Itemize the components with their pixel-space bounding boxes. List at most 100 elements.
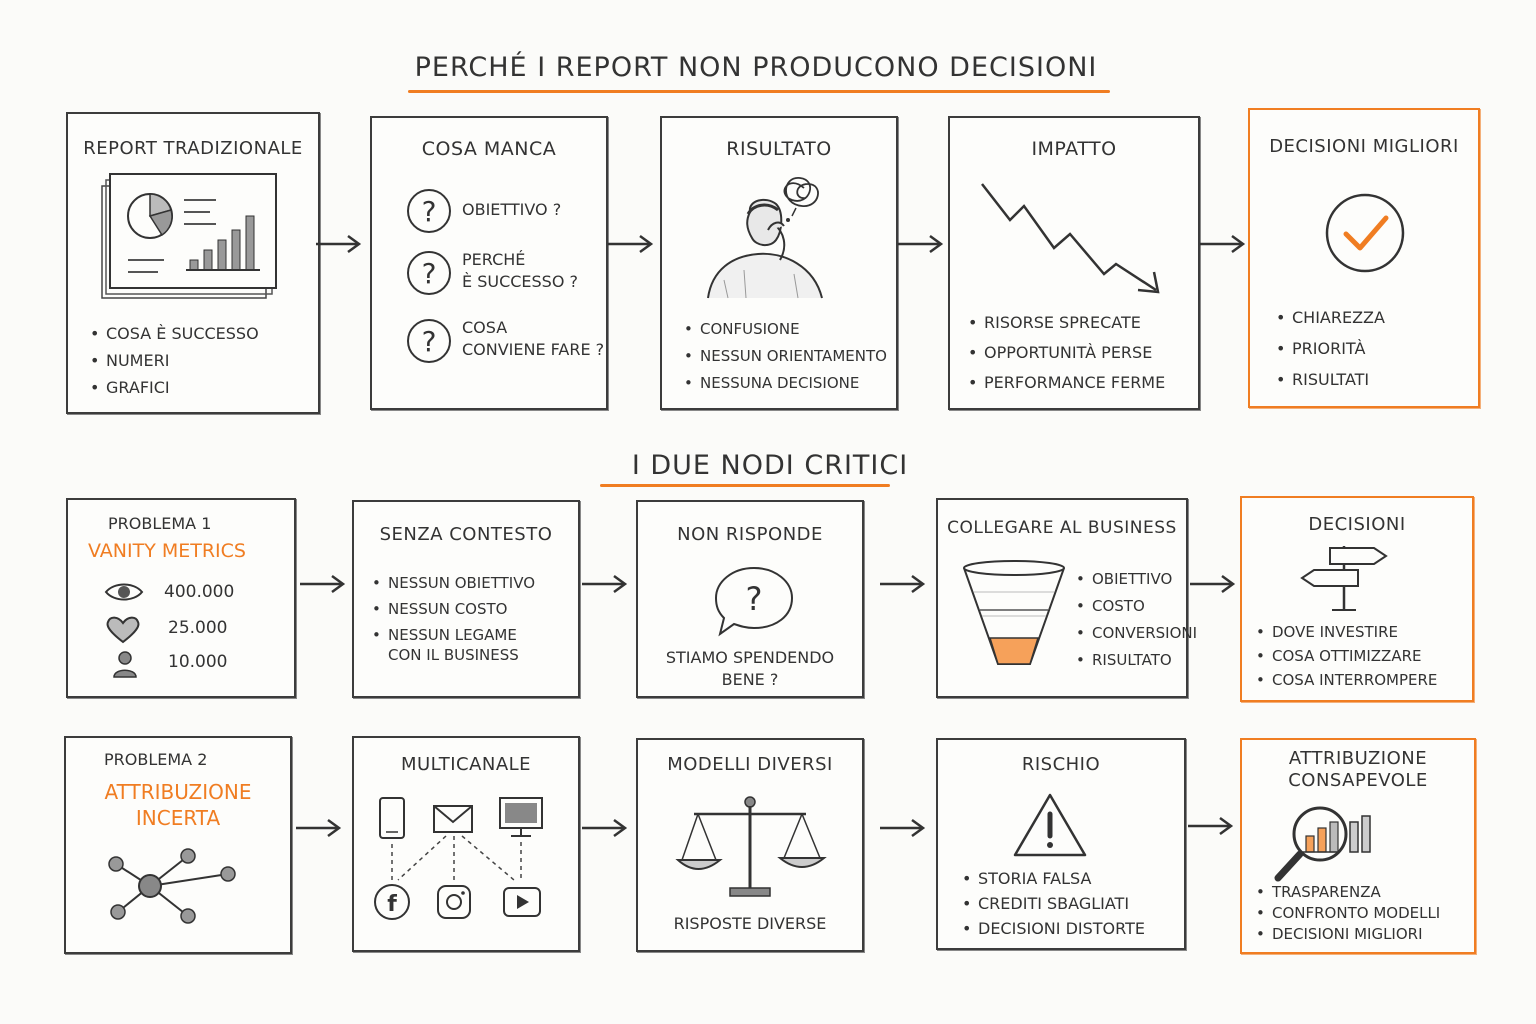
arrow-right-icon — [582, 574, 628, 594]
box-title: RISCHIO — [1021, 754, 1101, 775]
arrow-right-icon — [582, 818, 628, 838]
svg-text:?: ? — [746, 580, 763, 618]
box-decisioni: DECISIONI DOVE INVESTIRE COSA OTTIMIZZAR… — [1240, 496, 1474, 702]
bullet-item: NESSUNA DECISIONE — [684, 370, 887, 397]
box-decisioni-migliori: DECISIONI MIGLIORI CHIAREZZA PRIORITÀ RI… — [1248, 108, 1480, 408]
problem-highlight: INCERTA — [135, 806, 221, 830]
question-text: PERCHÉ — [462, 250, 526, 269]
arrow-right-icon — [1200, 234, 1246, 254]
problem-highlight: ATTRIBUZIONE — [104, 780, 252, 804]
envelope-icon — [433, 805, 473, 833]
box-problema-2: PROBLEMA 2 ATTRIBUZIONE INCERTA — [64, 736, 292, 954]
instagram-icon — [437, 885, 471, 919]
arrow-right-icon — [608, 234, 654, 254]
box-title: DECISIONI MIGLIORI — [1269, 136, 1459, 157]
box-title: IMPATTO — [1031, 138, 1117, 160]
bullet-item: NESSUN COSTO — [372, 596, 535, 622]
box-title: MODELLI DIVERSI — [667, 754, 833, 775]
bullet-item: NESSUN OBIETTIVO — [372, 570, 535, 596]
bullet-item: STORIA FALSA — [962, 866, 1145, 891]
question-icon: ? — [407, 251, 451, 295]
box-title: COSA MANCA — [421, 138, 557, 160]
bullet-item: CONFUSIONE — [684, 316, 887, 343]
box-title: ATTRIBUZIONE — [1288, 748, 1428, 769]
phone-icon — [379, 797, 405, 839]
box-modelli-diversi: MODELLI DIVERSI RISPOSTE DIVERSE — [636, 738, 864, 952]
heart-icon — [106, 616, 140, 644]
speech-bubble-question-icon: ? — [714, 566, 794, 637]
box-collegare-al-business: COLLEGARE AL BUSINESS OBIETTIVO COSTO CO… — [936, 498, 1197, 698]
box-title: COLLEGARE AL BUSINESS — [947, 518, 1177, 538]
question-text: COSA — [462, 318, 508, 337]
caption-line: STIAMO SPENDENDO — [665, 648, 835, 667]
bullet-item: COSA OTTIMIZZARE — [1256, 644, 1437, 668]
confused-person-icon — [707, 177, 823, 299]
box-impatto: IMPATTO RISORSE SPRECATE OPPORTUNITÀ PER… — [948, 116, 1200, 410]
question-icon: ? — [407, 189, 451, 233]
bullet-item: RISULTATO — [1076, 647, 1197, 674]
question-text: OBIETTIVO ? — [462, 200, 562, 219]
bullet-item: CREDITI SBAGLIATI — [962, 891, 1145, 916]
arrow-right-icon — [898, 234, 944, 254]
bullet-item: PERFORMANCE FERME — [968, 368, 1165, 398]
magnifier-chart-icon — [1274, 806, 1371, 882]
svg-text:?: ? — [422, 325, 437, 358]
funnel-icon — [963, 560, 1065, 665]
arrow-right-icon — [1188, 816, 1234, 836]
balance-scale-icon — [675, 796, 827, 897]
bullet-item: PRIORITÀ — [1276, 333, 1385, 364]
main-title: PERCHÉ I REPORT NON PRODUCONO DECISIONI — [414, 52, 1098, 83]
question-text: CONVIENE FARE ? — [462, 340, 605, 359]
eye-icon — [104, 583, 144, 601]
bullet-item: CONVERSIONI — [1076, 620, 1197, 647]
main-title-underline — [408, 90, 1110, 93]
facebook-icon: f — [374, 884, 410, 920]
bullet-item: GRAFICI — [90, 374, 259, 401]
bullet-continuation: CON IL BUSINESS — [388, 646, 519, 664]
box-senza-contesto: SENZA CONTESTO NESSUN OBIETTIVO NESSUN C… — [352, 500, 580, 698]
box-attribuzione-consapevole: ATTRIBUZIONE CONSAPEVOLE TRASPARENZA CON… — [1240, 738, 1476, 954]
caption-line: RISPOSTE DIVERSE — [673, 914, 827, 933]
bullet-item: COSA INTERROMPERE — [1256, 668, 1437, 692]
user-icon — [113, 651, 137, 678]
box-title: NON RISPONDE — [677, 524, 823, 545]
signpost-icon — [1300, 546, 1388, 611]
arrow-right-icon — [296, 818, 342, 838]
box-non-risponde: NON RISPONDE ? STIAMO SPENDENDO BENE ? — [636, 500, 864, 698]
bullet-item: TRASPARENZA — [1256, 882, 1440, 903]
bullet-item: DECISIONI MIGLIORI — [1256, 924, 1440, 945]
arrow-right-icon — [1190, 574, 1236, 594]
arrow-right-icon — [880, 574, 926, 594]
question-icon: ? — [407, 319, 451, 363]
box-rischio: RISCHIO STORIA FALSA CREDITI SBAGLIATI D… — [936, 738, 1186, 950]
box-risultato: RISULTATO CONFUSIONE NESSUN ORIENTAMENTO… — [660, 116, 898, 410]
arrow-right-icon — [316, 234, 362, 254]
bullet-item: RISULTATI — [1276, 364, 1385, 395]
box-title: CONSAPEVOLE — [1288, 770, 1428, 791]
svg-text:?: ? — [422, 195, 437, 228]
youtube-icon — [503, 887, 541, 917]
box-title: DECISIONI — [1308, 514, 1406, 535]
arrow-right-icon — [880, 818, 926, 838]
metric-value: 400.000 — [164, 582, 235, 602]
channels-diagram: f — [374, 797, 543, 920]
box-title: SENZA CONTESTO — [379, 524, 553, 545]
bullet-item: DECISIONI DISTORTE — [962, 916, 1145, 941]
box-problema-1: PROBLEMA 1 VANITY METRICS 400.000 25.000… — [66, 498, 296, 698]
monitor-icon — [499, 797, 543, 837]
bullet-item: DOVE INVESTIRE — [1256, 620, 1437, 644]
network-icon — [108, 848, 236, 924]
bullet-item: NESSUN ORIENTAMENTO — [684, 343, 887, 370]
warning-icon — [1013, 793, 1087, 857]
bullet-item: RISORSE SPRECATE — [968, 308, 1165, 338]
trend-down-icon — [981, 183, 1160, 294]
section-title-underline — [600, 484, 890, 487]
box-multicanale: MULTICANALE f — [352, 736, 580, 952]
svg-text:?: ? — [422, 257, 437, 290]
question-text: È SUCCESSO ? — [462, 272, 578, 291]
metric-value: 10.000 — [168, 652, 228, 672]
problem-label: PROBLEMA 2 — [104, 750, 208, 769]
bullet-item: NUMERI — [90, 347, 259, 374]
svg-text:f: f — [387, 892, 397, 917]
report-chart-icon — [101, 173, 277, 299]
